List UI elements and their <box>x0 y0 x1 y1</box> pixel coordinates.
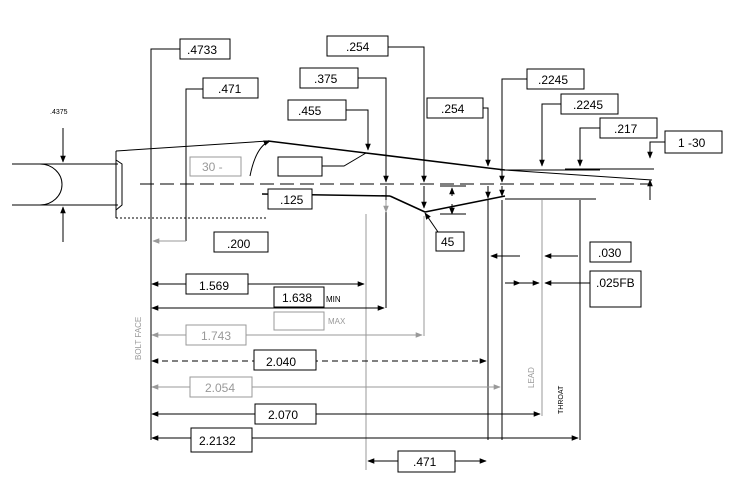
label-254-top: .254 <box>346 40 370 54</box>
label-125: .125 <box>280 193 304 207</box>
box-030 <box>589 241 632 263</box>
box-1743 <box>185 324 247 346</box>
box-200 <box>213 231 269 253</box>
label-lead: LEAD <box>527 367 536 388</box>
label-2040: 2.040 <box>266 355 296 369</box>
label-2054: 2.054 <box>205 381 235 395</box>
label-throat: THROAT <box>558 385 565 414</box>
box-45 <box>435 231 465 252</box>
label-200: .200 <box>227 237 251 251</box>
label-1-30: 1 -30 <box>678 136 706 150</box>
label-1569: 1.569 <box>199 279 229 293</box>
label-2245-b: .2245 <box>573 98 603 112</box>
label-22132: 2.2132 <box>199 434 236 448</box>
box-2040 <box>253 349 317 371</box>
box-max-blank <box>273 311 325 331</box>
label-455: .455 <box>298 104 322 118</box>
label-375: .375 <box>314 72 338 86</box>
box-1569 <box>185 273 249 295</box>
label-471-bottom: .471 <box>413 455 437 469</box>
label-min: MIN <box>326 295 341 304</box>
label-1743: 1.743 <box>201 329 231 343</box>
box-1638 <box>273 286 325 308</box>
label-2070: 2.070 <box>268 408 298 422</box>
box-blank-shoulder <box>277 156 323 177</box>
box-22132 <box>190 427 253 453</box>
label-025fb: .025FB <box>596 276 635 290</box>
label-4733: .4733 <box>187 43 217 57</box>
label-217: .217 <box>614 122 638 136</box>
label-1638: 1.638 <box>282 291 312 305</box>
box-471-top <box>202 77 259 99</box>
label-4375: .4375 <box>50 109 68 116</box>
label-max: MAX <box>328 317 346 326</box>
label-254-mid: .254 <box>441 102 465 116</box>
box-30 <box>189 156 242 177</box>
chamber-profile <box>115 140 654 219</box>
label-30: 30 - <box>202 160 223 174</box>
box-471-bottom <box>397 450 456 473</box>
box-125 <box>267 188 313 210</box>
box-254-top <box>326 35 389 57</box>
label-bolt-face: BOLT FACE <box>134 317 143 360</box>
box-2054 <box>189 376 253 398</box>
label-2245-a: .2245 <box>538 73 568 87</box>
label-45: 45 <box>441 235 455 249</box>
bullet-outline <box>12 163 118 206</box>
label-030: .030 <box>598 246 622 260</box>
box-2070 <box>254 403 317 425</box>
box-025fb <box>589 270 642 308</box>
label-471-top: .471 <box>218 82 242 96</box>
